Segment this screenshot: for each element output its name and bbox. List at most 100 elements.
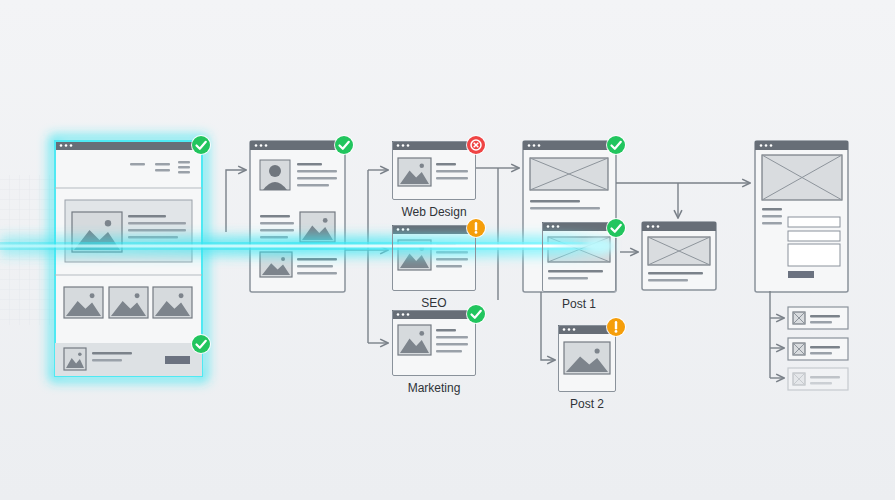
text-line — [762, 208, 782, 211]
page-label: Post 1 — [562, 297, 596, 311]
text-line — [810, 376, 840, 379]
page-wireframe — [55, 141, 202, 376]
placeholder-box — [762, 155, 842, 200]
list-item — [788, 307, 848, 329]
page-box: Web Design — [392, 141, 476, 200]
form-field — [788, 217, 840, 227]
image-placeholder — [398, 158, 431, 186]
text-line — [648, 279, 688, 282]
image-placeholder — [398, 325, 431, 355]
flow-line — [677, 183, 678, 218]
flow-line — [770, 377, 784, 378]
page-box: Marketing — [392, 310, 476, 376]
page-box: SEO — [392, 225, 476, 291]
text-line — [178, 171, 190, 174]
placeholder-box — [793, 343, 805, 355]
check-badge — [606, 135, 626, 155]
text-line — [297, 184, 329, 187]
page-wireframe — [392, 310, 476, 376]
check-badge — [466, 304, 486, 324]
page-label: SEO — [421, 296, 446, 310]
image-placeholder — [109, 287, 148, 318]
text-line — [178, 166, 190, 169]
check-badge — [606, 218, 626, 238]
text-line — [548, 270, 603, 273]
text-line — [297, 177, 337, 180]
flow-line — [498, 167, 519, 168]
flow-line — [368, 342, 388, 343]
flow-line — [769, 291, 770, 378]
text-line — [436, 163, 456, 166]
page-label: Web Design — [401, 205, 466, 219]
placeholder-box — [648, 237, 710, 265]
page-wireframe — [558, 325, 616, 392]
text-line — [810, 352, 832, 355]
text-line — [297, 170, 337, 173]
flow-line — [497, 168, 498, 300]
flow-line — [226, 170, 246, 232]
text-line — [648, 272, 703, 275]
text-line — [297, 258, 337, 261]
page-label: Marketing — [408, 381, 461, 395]
flow-line — [616, 182, 750, 183]
flow-line — [770, 317, 784, 318]
text-line — [155, 169, 170, 172]
flow-line — [368, 169, 388, 170]
text-line — [530, 200, 580, 203]
text-line — [130, 163, 145, 166]
text-line — [810, 346, 840, 349]
text-line — [92, 359, 122, 362]
flow-line — [541, 292, 555, 360]
page-wireframe — [755, 141, 848, 292]
text-line — [810, 315, 840, 318]
text-line — [128, 229, 186, 232]
page-wireframe — [392, 141, 476, 200]
text-line — [762, 215, 782, 218]
form-field — [788, 244, 840, 266]
image-placeholder — [564, 342, 610, 374]
flow-line — [476, 167, 498, 168]
flow-line — [367, 170, 368, 343]
form-field — [788, 231, 840, 241]
check-badge — [191, 135, 211, 155]
text-line — [260, 222, 294, 225]
text-line — [436, 336, 468, 339]
page-label: Post 2 — [570, 397, 604, 411]
placeholder-box — [793, 312, 805, 324]
placeholder-box — [530, 158, 608, 190]
page-box: Post 1 — [542, 222, 616, 292]
placeholder-box — [793, 373, 805, 385]
check-badge — [191, 334, 211, 354]
text-line — [436, 343, 468, 346]
warning-badge — [606, 317, 626, 337]
text-line — [260, 215, 290, 218]
text-line — [128, 222, 186, 225]
text-line — [178, 161, 190, 164]
image-placeholder — [64, 287, 103, 318]
text-line — [436, 258, 468, 261]
text-line — [128, 215, 166, 218]
flow-line — [620, 251, 638, 252]
text-line — [155, 163, 170, 166]
text-line — [260, 229, 294, 232]
text-line — [92, 352, 132, 355]
image-placeholder — [64, 348, 86, 370]
page-wireframe — [392, 225, 476, 291]
text-line — [530, 207, 600, 210]
text-line — [297, 163, 322, 166]
text-line — [297, 265, 333, 268]
page-wireframe — [642, 222, 716, 290]
avatar — [260, 160, 290, 190]
page-wireframe — [542, 222, 616, 292]
highlight-border — [55, 141, 202, 376]
page-wireframe — [523, 141, 616, 292]
text-line — [436, 170, 468, 173]
image-placeholder — [153, 287, 192, 318]
text-line — [762, 222, 782, 225]
highlight-glow — [53, 139, 204, 378]
list-item — [788, 338, 848, 360]
text-line — [436, 329, 456, 332]
text-line — [436, 265, 462, 268]
